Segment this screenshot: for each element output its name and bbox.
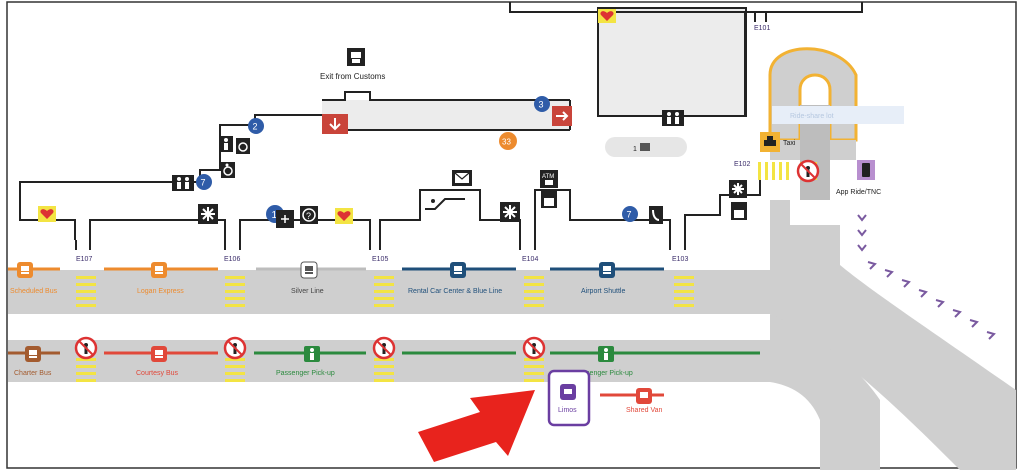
no-pedestrian-icon	[796, 159, 820, 183]
limos-label: Limos	[558, 407, 577, 414]
app-ride-sign: App Ride/TNC	[836, 160, 881, 196]
svg-text:33: 33	[502, 138, 511, 147]
first-aid-icon	[500, 202, 520, 222]
zone-label: Passenger Pick-up	[276, 370, 335, 377]
mail-icon	[452, 170, 472, 186]
first-aid-icon	[198, 204, 218, 224]
no-pedestrian-signs	[74, 159, 820, 360]
family-restroom-icon	[172, 175, 194, 191]
gate-e107: E107	[76, 256, 92, 263]
customs-icon	[347, 48, 365, 66]
aed-heart-icon	[335, 208, 353, 224]
car-icon	[560, 384, 576, 400]
zone-label: Courtesy Bus	[136, 370, 179, 377]
zone-label: Scheduled Bus	[10, 288, 58, 295]
zone-label: Charter Bus	[14, 370, 52, 377]
info-question-icon	[276, 210, 294, 228]
van-icon	[636, 388, 652, 404]
taxi-sign: Taxi	[760, 132, 796, 152]
zone-label: Rental Car Center & Blue Line	[408, 288, 502, 295]
zone-label: Logan Express	[137, 288, 184, 295]
customs-hall: 1	[597, 7, 747, 157]
marker-7a: 7	[196, 174, 212, 190]
gate-e102: E102	[734, 161, 750, 168]
phone-ride-icon	[857, 160, 875, 180]
walking-chevron-icon	[857, 214, 996, 340]
phone-icon	[649, 206, 663, 224]
info-question-icon: ?	[300, 206, 318, 224]
gate-e101: E101	[754, 25, 770, 32]
atm-icon: ATM	[540, 170, 558, 188]
app-ride-label: App Ride/TNC	[836, 189, 881, 196]
no-pedestrian-icon	[223, 336, 247, 360]
no-pedestrian-icon	[372, 336, 396, 360]
gate-e105: E105	[372, 256, 388, 263]
zone-label: Silver Line	[291, 288, 324, 295]
family-restroom-icon	[662, 110, 684, 126]
gate-labels: E107 E106 E105 E104 E103 E102 E101	[76, 25, 770, 263]
gate-e106: E106	[224, 256, 240, 263]
marker-33: 33	[499, 132, 517, 150]
person-waving-icon	[598, 346, 614, 362]
bus-icon	[151, 346, 167, 362]
restroom-icon	[731, 202, 747, 220]
gate-e103: E103	[672, 256, 688, 263]
marker-2: 2	[248, 118, 264, 134]
svg-text:7: 7	[201, 178, 206, 188]
marker-3: 3	[534, 96, 550, 112]
crosswalks	[76, 162, 817, 382]
svg-text:1: 1	[272, 210, 278, 221]
zone-label: Shared Van	[626, 407, 663, 414]
bus-icon	[300, 261, 318, 279]
exit-down-arrow-icon	[322, 114, 348, 134]
svg-text:3: 3	[539, 100, 544, 110]
zone-icons-bottom	[25, 346, 652, 404]
svg-text:7: 7	[627, 210, 632, 220]
red-pointer-arrow-icon	[418, 390, 535, 462]
svg-text:Ride-share lot: Ride-share lot	[790, 113, 834, 120]
exit-corridor	[322, 91, 571, 131]
bus-icon	[25, 346, 41, 362]
wheelchair-icon	[221, 162, 235, 178]
customs-exit-sign: Exit from Customs	[320, 48, 385, 81]
lot-count: 1	[633, 146, 637, 153]
aed-heart-icon	[598, 9, 616, 23]
restroom-icon	[219, 136, 233, 152]
taxi-label: Taxi	[783, 140, 796, 147]
wheelchair-icon	[236, 138, 250, 154]
escalator-icon	[425, 198, 465, 210]
bus-icon	[450, 262, 466, 278]
zone-label: Passenger Pick-up	[574, 370, 633, 377]
svg-text:2: 2	[253, 122, 258, 132]
map-frame	[6, 1, 1017, 469]
exit-from-customs-label: Exit from Customs	[320, 72, 385, 81]
zone-labels-top: Scheduled Bus Logan Express Silver Line …	[10, 288, 625, 295]
zone-icons-top	[17, 261, 615, 279]
aed-heart-icon	[38, 206, 56, 222]
exit-right-arrow-icon	[552, 106, 572, 126]
bus-icon	[17, 262, 33, 278]
bus-icon	[151, 262, 167, 278]
faded-sign: Ride-share lot	[772, 106, 904, 124]
gate-e104: E104	[522, 256, 538, 263]
svg-text:ATM: ATM	[542, 174, 554, 180]
marker-7b: 7	[622, 206, 638, 222]
door-marks	[75, 12, 767, 250]
no-pedestrian-icon	[74, 336, 98, 360]
amenity-icons: ? ATM	[38, 9, 747, 228]
zone-label: Airport Shuttle	[581, 288, 625, 295]
taxi-icon	[760, 132, 780, 152]
first-aid-icon	[729, 180, 747, 198]
restroom-icon	[541, 190, 557, 208]
zone-labels-bottom: Charter Bus Courtesy Bus Passenger Pick-…	[14, 370, 663, 414]
limos-zone[interactable]: Limos	[547, 369, 591, 427]
no-pedestrian-icon	[522, 336, 546, 360]
person-waving-icon	[304, 346, 320, 362]
svg-text:?: ?	[306, 211, 311, 221]
bus-icon	[599, 262, 615, 278]
